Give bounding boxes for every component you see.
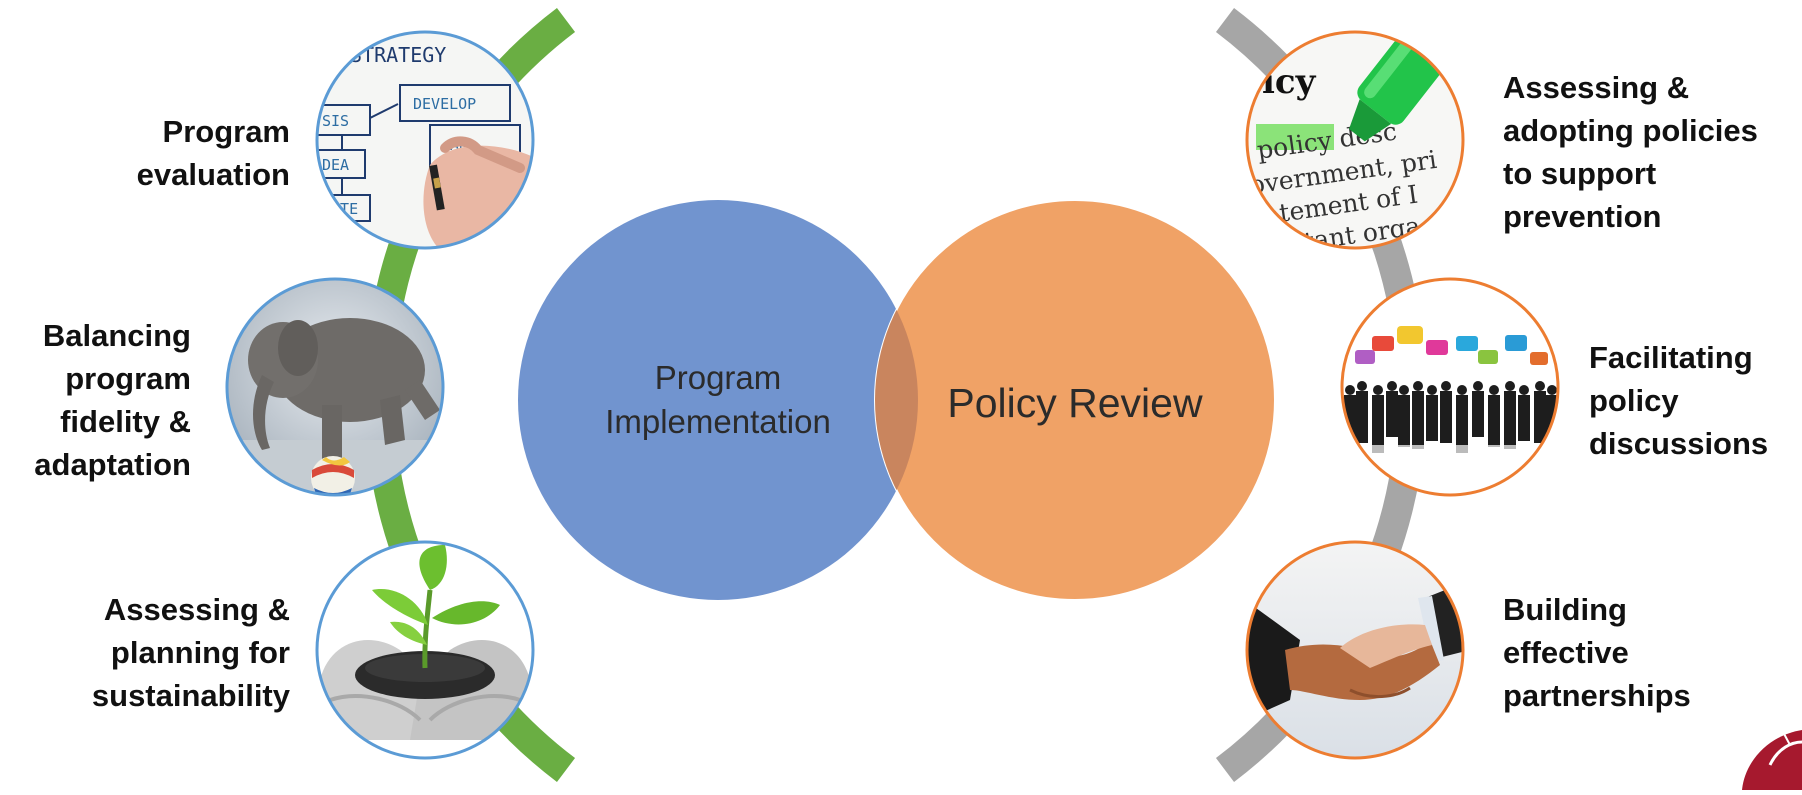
person-body [1488, 395, 1500, 447]
policy-highlighter-image: icy policy desc overnment, pri tatement … [1245, 30, 1465, 250]
sis-text: SIS [322, 112, 349, 130]
person-head [1427, 385, 1437, 395]
balancing-fidelity-label: Balancing program fidelity & adaptation [34, 318, 191, 482]
partnerships-label: Building effective partnerships [1503, 592, 1691, 713]
strategy-text: STRATEGY [350, 43, 446, 67]
person-head [1535, 381, 1545, 391]
person-body [1426, 395, 1438, 441]
program-implementation-circle [518, 200, 918, 600]
develop-text: DEVELOP [413, 95, 476, 113]
person-head [1457, 385, 1467, 395]
program-implementation-label: Program Implementation [528, 356, 908, 444]
person-body [1412, 391, 1424, 449]
person-body [1504, 391, 1516, 449]
program-evaluation-label: Program evaluation [136, 114, 290, 192]
people-speech-bubbles-image [1340, 277, 1560, 497]
person-head [1373, 385, 1383, 395]
organization-logo [1742, 729, 1802, 790]
seedling-in-hands-image [315, 540, 535, 760]
program-implementation-text: Program Implementation [605, 359, 831, 440]
person-body [1534, 391, 1546, 443]
elephant-on-ball-image [225, 277, 445, 497]
person-head [1413, 381, 1423, 391]
person-body [1398, 395, 1410, 447]
policy-review-text: Policy Review [947, 380, 1203, 426]
person-head [1473, 381, 1483, 391]
person-head [1441, 381, 1451, 391]
person-body [1472, 391, 1484, 437]
person-head [1489, 385, 1499, 395]
person-head [1399, 385, 1409, 395]
handshake-image [1245, 540, 1465, 760]
person-head [1505, 381, 1515, 391]
person-body [1518, 395, 1530, 441]
strategy-flowchart-image: STRATEGY DEVELOP SIS DEA VATE AN [315, 30, 535, 250]
person-head [1519, 385, 1529, 395]
dea-text: DEA [322, 156, 349, 174]
person-body [1372, 395, 1384, 453]
person-head [1345, 385, 1355, 395]
person-head [1547, 385, 1557, 395]
person-body [1440, 391, 1452, 443]
person-body [1356, 391, 1368, 443]
person-body [1386, 391, 1398, 437]
person-body [1456, 395, 1468, 453]
adopting-policies-label: Assessing & adopting policies to support… [1503, 70, 1758, 234]
policy-review-label: Policy Review [905, 378, 1245, 428]
policy-discussions-label: Facilitating policy discussions [1589, 340, 1769, 461]
person-head [1357, 381, 1367, 391]
person-head [1387, 381, 1397, 391]
sustainability-label: Assessing & planning for sustainability [91, 592, 290, 713]
